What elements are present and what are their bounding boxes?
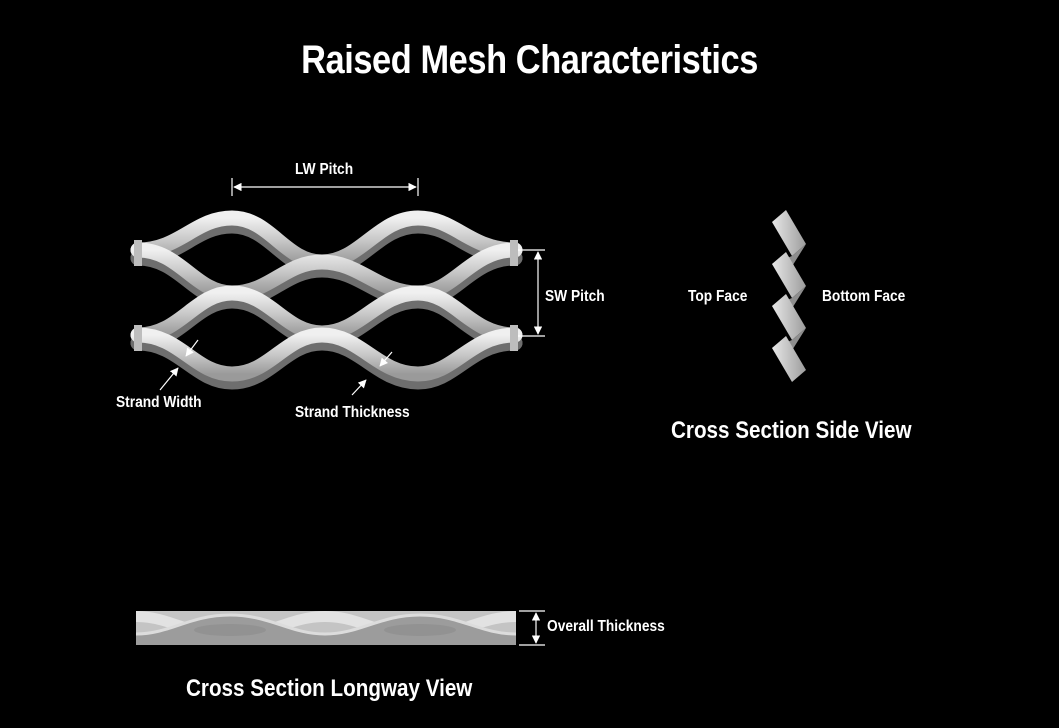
bottom-face-label: Bottom Face (822, 288, 906, 305)
longway-view-caption: Cross Section Longway View (186, 675, 473, 702)
strand-width-arrows (159, 339, 199, 391)
lw-pitch-dimension (231, 178, 419, 196)
lw-pitch-label: LW Pitch (295, 161, 354, 178)
longway-profile (135, 611, 517, 645)
diagram-title: Raised Mesh Characteristics (301, 38, 758, 82)
overall-thickness-dimension (519, 610, 545, 646)
overall-thickness-label: Overall Thickness (547, 618, 665, 635)
strand-bottom (130, 327, 523, 382)
mesh-strands (130, 210, 523, 390)
strand-upper-mid (130, 242, 523, 301)
side-view-profile (772, 210, 806, 382)
sw-pitch-label: SW Pitch (545, 288, 605, 305)
strand-thickness-label: Strand Thickness (295, 404, 410, 421)
strand-thickness-arrows (351, 351, 393, 396)
top-face-label: Top Face (688, 288, 748, 305)
sw-pitch-dimension (518, 249, 545, 337)
strand-width-label: Strand Width (116, 394, 202, 411)
side-view-caption: Cross Section Side View (671, 417, 912, 444)
